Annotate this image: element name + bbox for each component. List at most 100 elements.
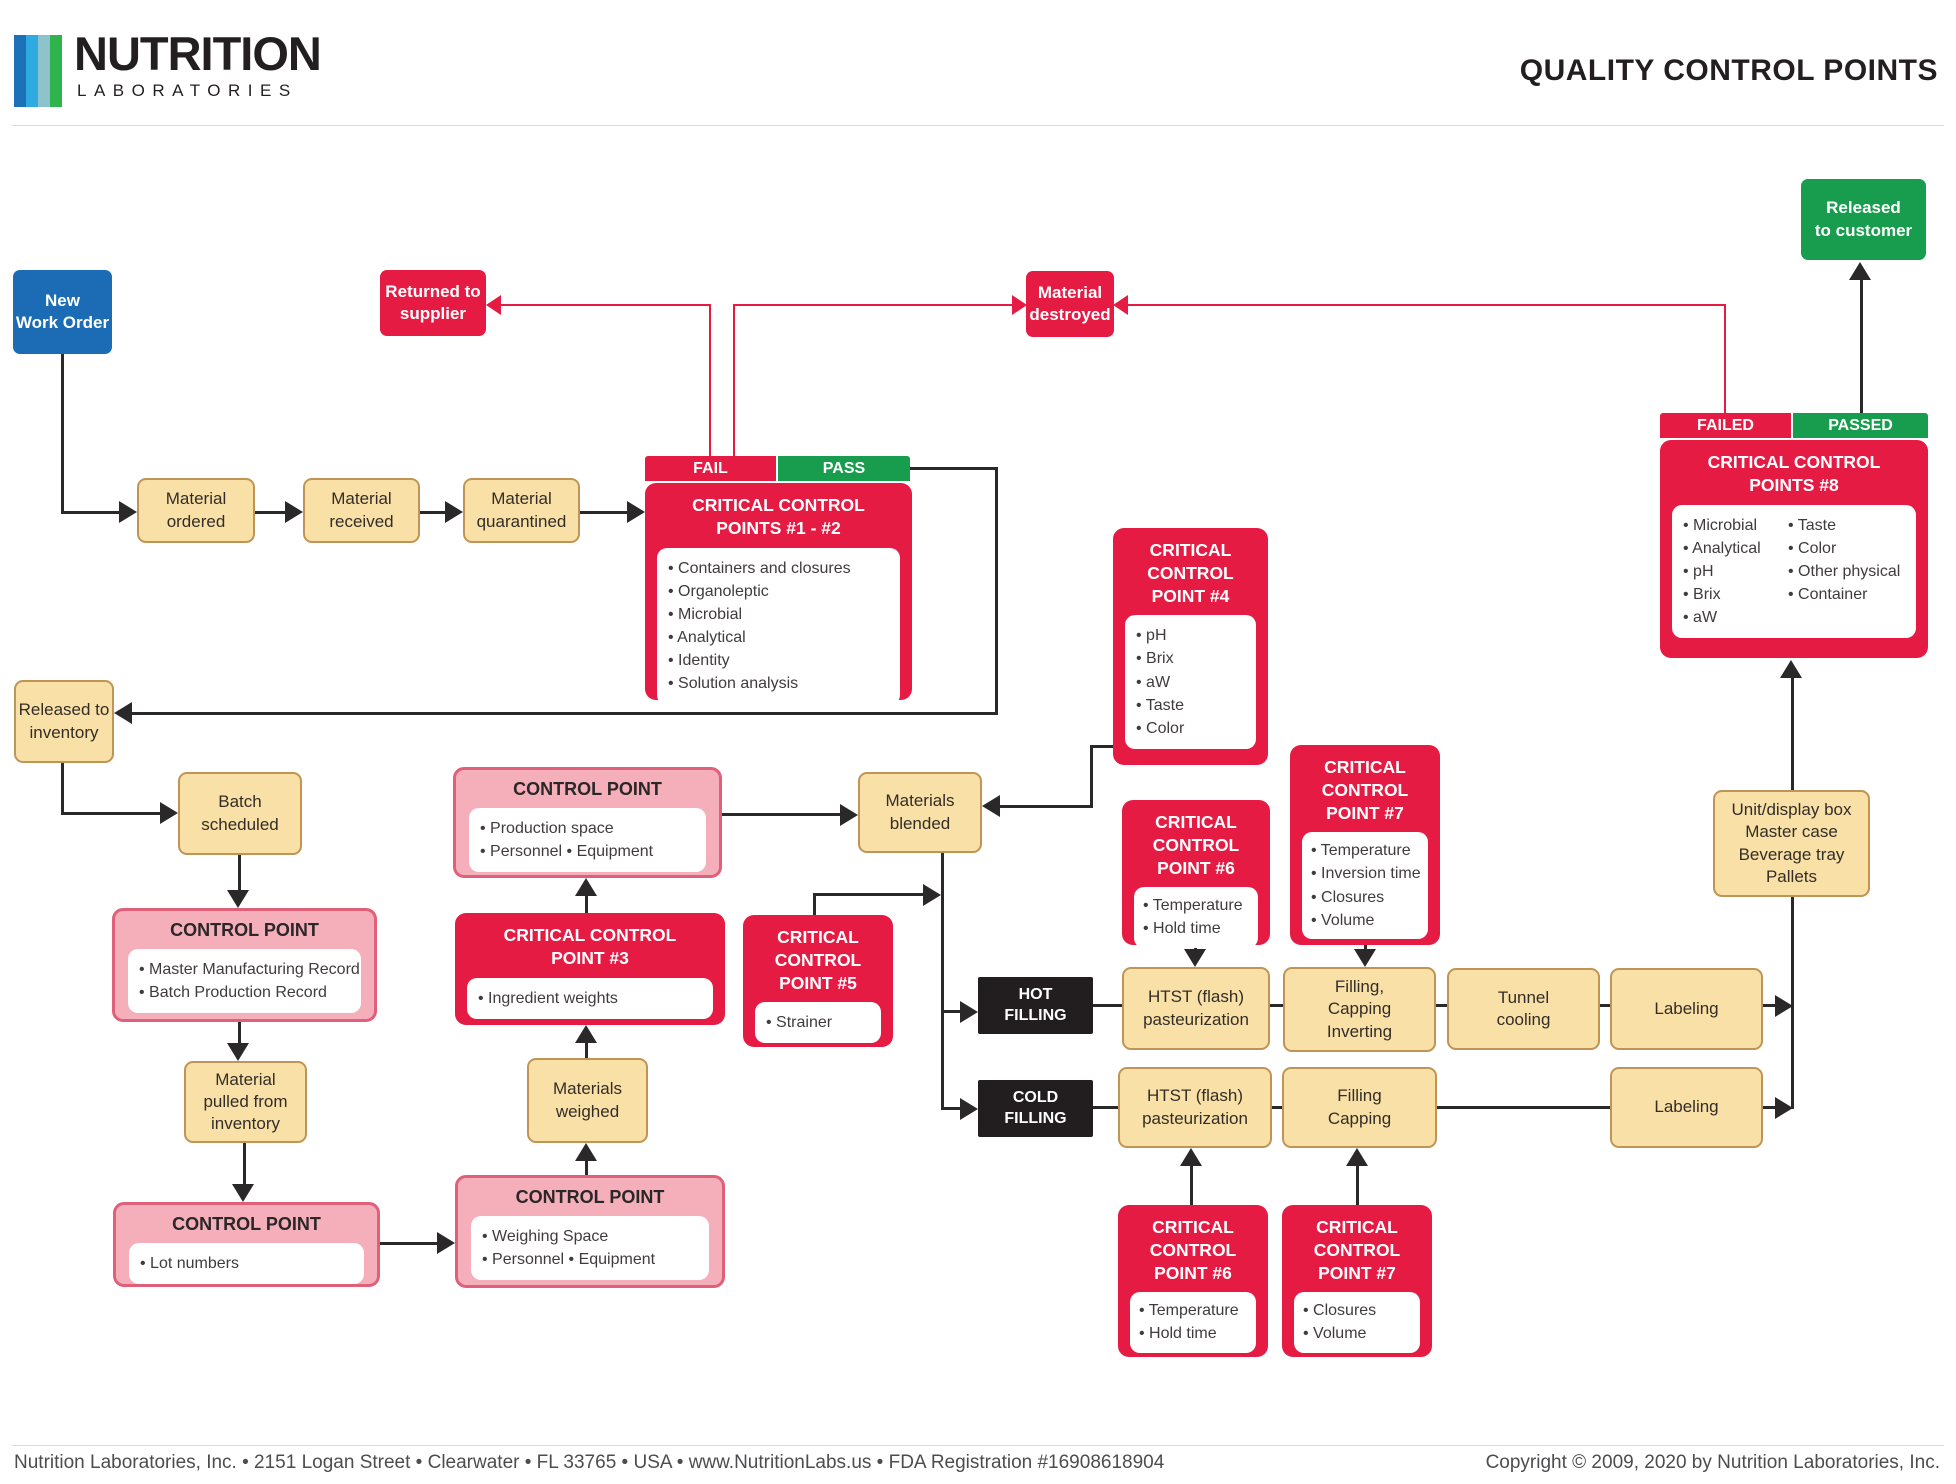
ccp-checklist: ClosuresVolume <box>1294 1292 1420 1353</box>
connector-to-hot-filling <box>944 1010 960 1013</box>
cp-title: CONTROL POINT <box>515 1187 665 1207</box>
connector-fail-to-supplier <box>501 304 711 306</box>
footer-divider <box>12 1445 1944 1446</box>
node-control-point-lot: CONTROL POINT Lot numbers <box>113 1202 380 1287</box>
arrow-into-materials-weighed <box>575 1143 597 1161</box>
connector-fail-to-destroyed <box>733 304 1012 306</box>
arrow-into-material-received <box>285 501 303 523</box>
connector-fail-up-left <box>709 305 711 456</box>
arrow-into-hot-filling <box>960 1001 978 1023</box>
connector-pass-right <box>910 467 997 470</box>
connector-passed-up <box>1860 280 1863 413</box>
logo-bar-3 <box>38 35 50 107</box>
connector-pass-to-inventory <box>132 712 998 715</box>
arrow-into-material-quarantined <box>445 501 463 523</box>
ccp-checklist: MicrobialAnalyticalpHBrixaW TasteColorOt… <box>1672 504 1916 639</box>
connector-lot-right <box>380 1242 437 1245</box>
connector-ccp3-up <box>585 896 588 913</box>
connector-production-blended <box>722 813 840 816</box>
arrow-into-ccp3 <box>575 1025 597 1043</box>
ccp-checklist: TemperatureInversion timeClosuresVolume <box>1302 832 1428 939</box>
connector-capping-labeling <box>1437 1106 1610 1109</box>
connector-cold-htst <box>1093 1106 1118 1109</box>
ccp-checklist: Containers and closuresOrganolepticMicro… <box>657 547 900 705</box>
cp-checklist: Weighing SpacePersonnel • Equipment <box>471 1215 709 1280</box>
ccp8-failed-tab: FAILED <box>1660 413 1791 438</box>
ccp8-passed-tab: PASSED <box>1793 413 1928 438</box>
ccp-checklist: TemperatureHold time <box>1134 887 1258 948</box>
connector-to-cold-filling <box>944 1107 960 1110</box>
arrow-into-ccp12 <box>627 501 645 523</box>
brand-name: NUTRITION <box>74 27 322 80</box>
node-label: Labeling <box>1654 1097 1719 1117</box>
arrow-ccp7-into-fci <box>1354 949 1376 967</box>
ccp8-column-1: MicrobialAnalyticalpHBrixaW <box>1683 514 1788 630</box>
connector-htstcold-capping <box>1272 1106 1282 1109</box>
connector-fail-up-right <box>733 305 735 456</box>
arrow-into-ccp8 <box>1780 660 1802 678</box>
brand-subtitle: LABORATORIES <box>77 81 298 100</box>
ccp12-pass-tab: PASS <box>778 456 910 481</box>
connector-ccp5-up <box>813 895 816 917</box>
cp-checklist: Master Manufacturing RecordBatch Product… <box>128 948 361 1013</box>
arrow-into-cold-filling <box>960 1098 978 1120</box>
footer-copyright: Copyright © 2009, 2020 by Nutrition Labo… <box>1485 1452 1940 1473</box>
node-label: HTST (flash)pasteurization <box>1143 987 1249 1029</box>
connector-hot-htst <box>1093 1004 1122 1007</box>
header-divider <box>12 125 1944 126</box>
ccp-checklist: Ingredient weights <box>467 977 713 1019</box>
connector-cprecords-down <box>238 1022 241 1045</box>
connector-ccp4-left <box>1090 745 1115 748</box>
arrow-into-materials-blended-left <box>840 804 858 826</box>
connector-failed8-up <box>1724 304 1726 413</box>
page-title: QUALITY CONTROL POINTS <box>1519 54 1938 87</box>
ccp-checklist: Strainer <box>755 1002 881 1044</box>
arrow-ccp7-into-capping <box>1346 1148 1368 1166</box>
arrow-into-destroyed-right <box>1113 295 1128 315</box>
node-labeling-cold: Labeling <box>1610 1067 1763 1148</box>
connector-labeling-cold-out <box>1763 1106 1775 1109</box>
cp-title: CONTROL POINT <box>513 779 662 799</box>
ccp-checklist: pHBrixaWTasteColor <box>1125 615 1256 750</box>
arrow-into-material-ordered <box>119 501 137 523</box>
cp-title: CONTROL POINT <box>170 920 319 940</box>
connector-labeling-hot-out <box>1763 1004 1775 1007</box>
connector-unit-to-ccp8 <box>1791 678 1794 790</box>
ccp12-fail-tab: FAIL <box>645 456 776 481</box>
connector-failed8-to-destroyed <box>1128 304 1726 306</box>
